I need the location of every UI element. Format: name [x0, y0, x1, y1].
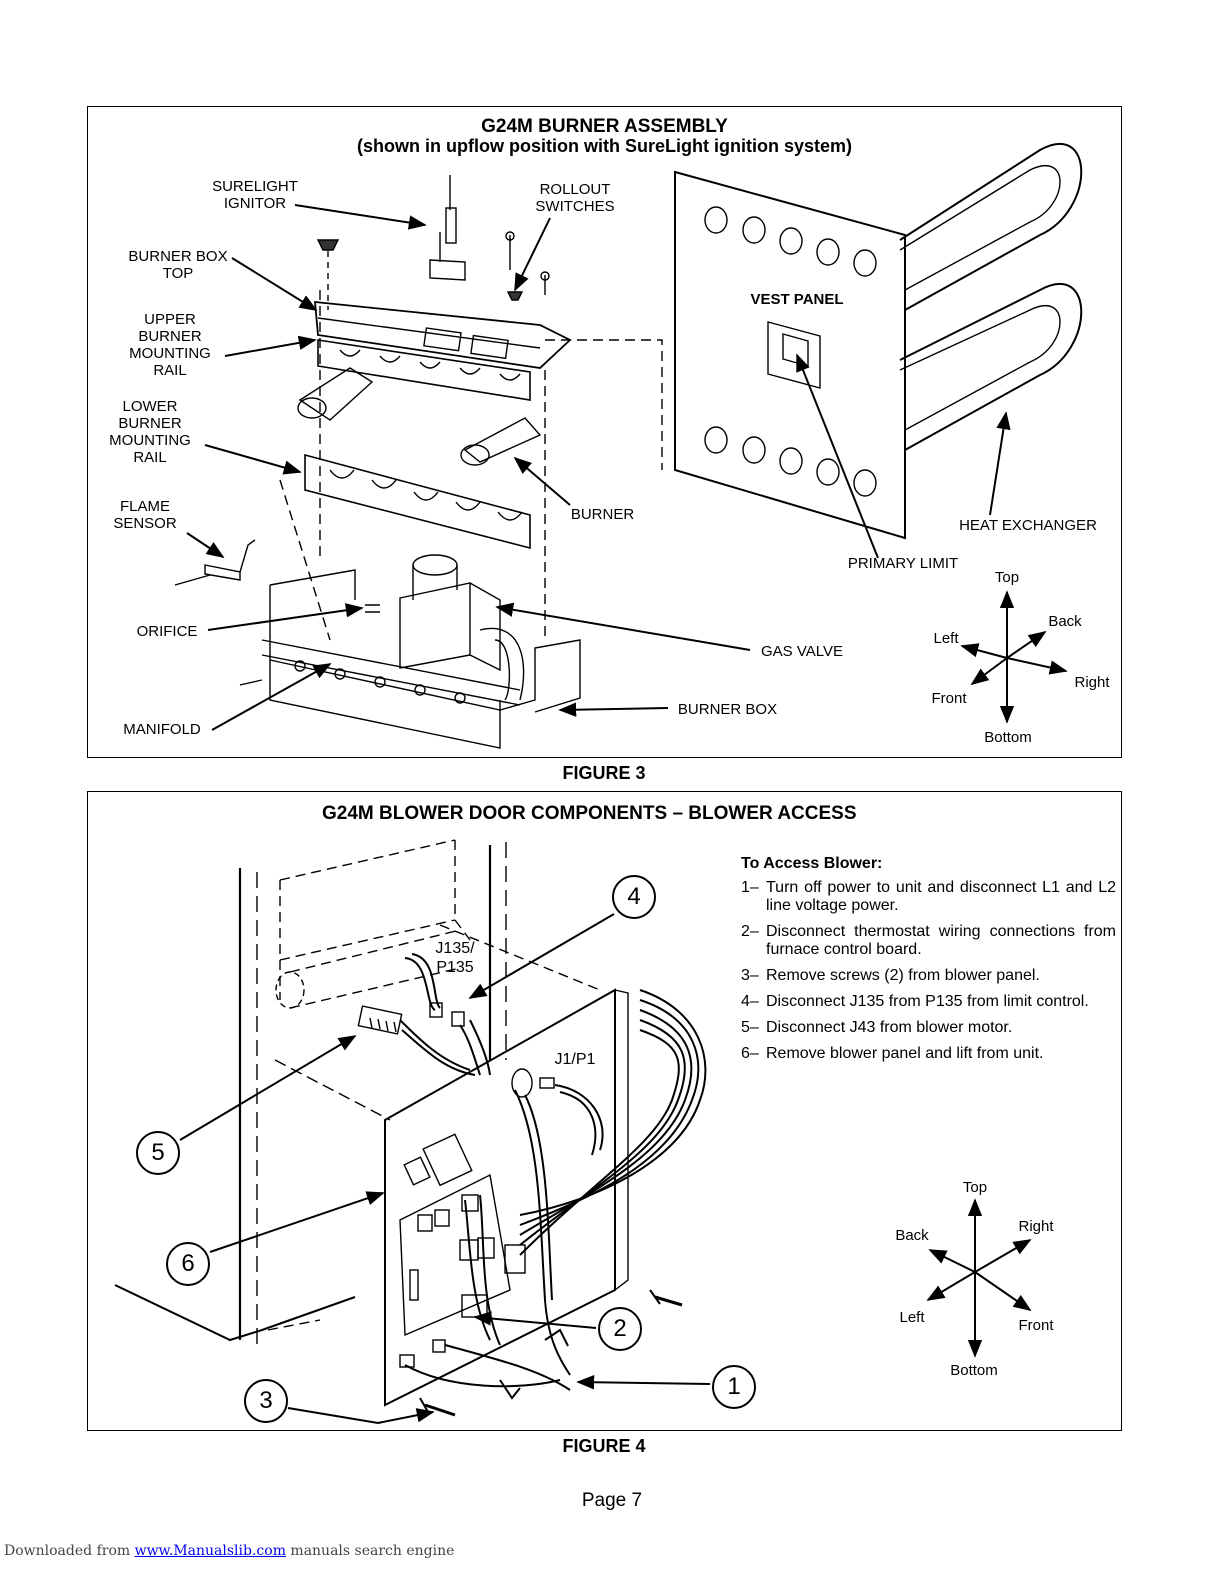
instruction-step: 5–Disconnect J43 from blower motor.	[741, 1019, 1013, 1036]
compass-4-bottom: Bottom	[950, 1362, 998, 1379]
vest-holes	[704, 206, 877, 497]
compass-3-right: Right	[1074, 674, 1110, 691]
figure-4-title: G24M BLOWER DOOR COMPONENTS – BLOWER ACC…	[322, 803, 857, 824]
compass-4-right: Right	[1018, 1218, 1054, 1235]
footer-suffix: manuals search engine	[285, 1543, 455, 1559]
download-footer: Downloaded from www.Manualslib.com manua…	[4, 1543, 454, 1559]
figure-3-frame	[87, 106, 1122, 758]
label-vest-panel: VEST PANEL	[750, 291, 844, 308]
label-manifold: MANIFOLD	[123, 721, 201, 738]
callout-6: 6	[166, 1242, 210, 1286]
callout-2: 2	[598, 1307, 642, 1351]
label-j135-p135: J135/P135	[435, 940, 475, 976]
callout-5: 5	[136, 1131, 180, 1175]
instruction-step: 2–Disconnect thermostat wiring connectio…	[741, 923, 1116, 958]
page-number: Page 7	[581, 1490, 643, 1511]
label-burner-box: BURNER BOX	[677, 701, 778, 718]
compass-3-left: Left	[933, 630, 959, 647]
compass-3-front: Front	[931, 690, 967, 707]
callout-3: 3	[244, 1379, 288, 1423]
label-orifice: ORIFICE	[136, 623, 198, 640]
label-j1-p1: J1/P1	[554, 1051, 596, 1068]
label-gas-valve: GAS VALVE	[761, 643, 843, 660]
manualslib-link[interactable]: www.Manualslib.com	[134, 1543, 286, 1559]
label-primary-limit: PRIMARY LIMIT	[847, 555, 959, 572]
figure-3-title: G24M BURNER ASSEMBLY	[481, 116, 728, 137]
instruction-step: 3–Remove screws (2) from blower panel.	[741, 967, 1040, 984]
figure-4-caption: FIGURE 4	[562, 1436, 646, 1456]
callout-1: 1	[712, 1365, 756, 1409]
compass-4-front: Front	[1018, 1317, 1054, 1334]
compass-3-bottom: Bottom	[984, 729, 1032, 746]
compass-3-top: Top	[994, 569, 1020, 586]
instruction-step: 4–Disconnect J135 from P135 from limit c…	[741, 993, 1089, 1010]
figure-3-subtitle: (shown in upflow position with SureLight…	[357, 136, 852, 156]
instruction-step: 1–Turn off power to unit and disconnect …	[741, 879, 1116, 914]
compass-4-left: Left	[899, 1309, 925, 1326]
access-blower-instructions: To Access Blower: 1–Turn off power to un…	[741, 855, 1116, 1071]
compass-3-back: Back	[1048, 613, 1082, 630]
instructions-heading: To Access Blower:	[741, 855, 883, 872]
label-heat-exchanger: HEAT EXCHANGER	[959, 517, 1097, 534]
footer-prefix: Downloaded from	[4, 1543, 135, 1559]
callout-4: 4	[612, 875, 656, 919]
instruction-step: 6–Remove blower panel and lift from unit…	[741, 1045, 1044, 1062]
compass-4-top: Top	[962, 1179, 988, 1196]
label-burner: BURNER	[570, 506, 635, 523]
compass-4-back: Back	[895, 1227, 929, 1244]
figure-3-caption: FIGURE 3	[562, 763, 646, 783]
